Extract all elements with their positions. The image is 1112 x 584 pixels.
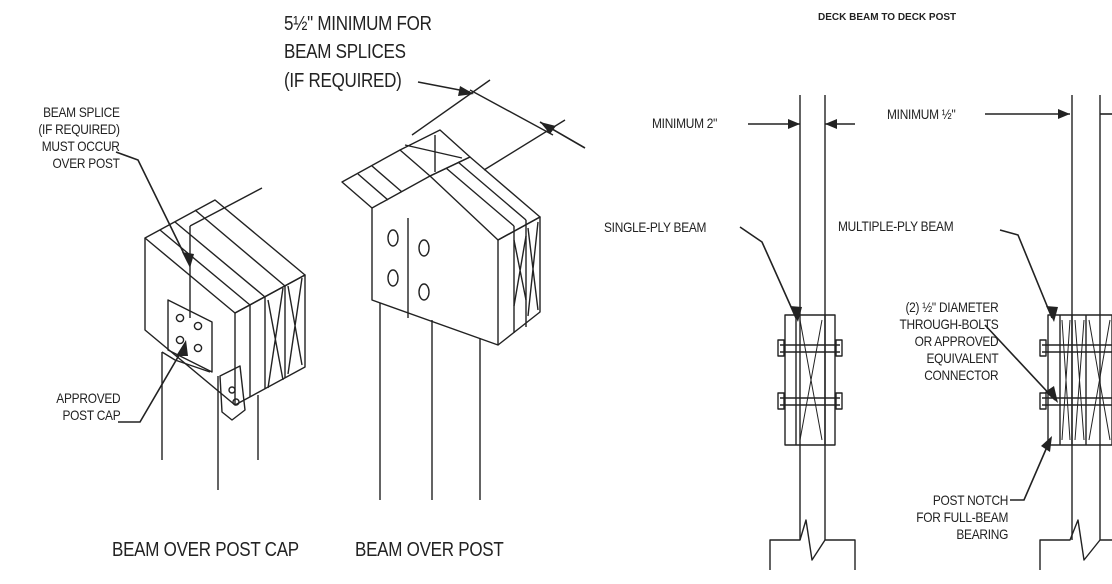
beam-over-post-cap-drawing [144, 187, 306, 490]
label-single-ply-beam: SINGLE-PLY BEAM [604, 219, 707, 235]
leader-lines [115, 81, 1112, 501]
label-through-bolts: (2) ½" DIAMETER THROUGH-BOLTS OR APPROVE… [899, 299, 998, 384]
label-minimum-2: MINIMUM 2" [652, 115, 718, 131]
caption-beam-over-post: BEAM OVER POST [355, 539, 504, 561]
label-post-notch: POST NOTCH FOR FULL-BEAM BEARING [916, 492, 1008, 543]
title-deck-beam-to-deck-post: DECK BEAM TO DECK POST [818, 12, 957, 23]
label-multiple-ply-beam: MULTIPLE-PLY BEAM [838, 218, 954, 234]
label-minimum-half: MINIMUM ½" [887, 106, 956, 122]
label-minimum-for-beam-splices: 5½" MINIMUM FOR BEAM SPLICES (IF REQUIRE… [284, 13, 432, 92]
caption-beam-over-post-cap: BEAM OVER POST CAP [112, 539, 299, 561]
beam-over-post-drawing [341, 79, 566, 500]
label-approved-post-cap: APPROVED POST CAP [55, 390, 120, 424]
deck-beam-to-deck-post-drawing [769, 95, 1112, 570]
label-beam-splice: BEAM SPLICE (IF REQUIRED) MUST OCCUR OVE… [38, 104, 121, 172]
arrow-heads [176, 86, 1070, 452]
